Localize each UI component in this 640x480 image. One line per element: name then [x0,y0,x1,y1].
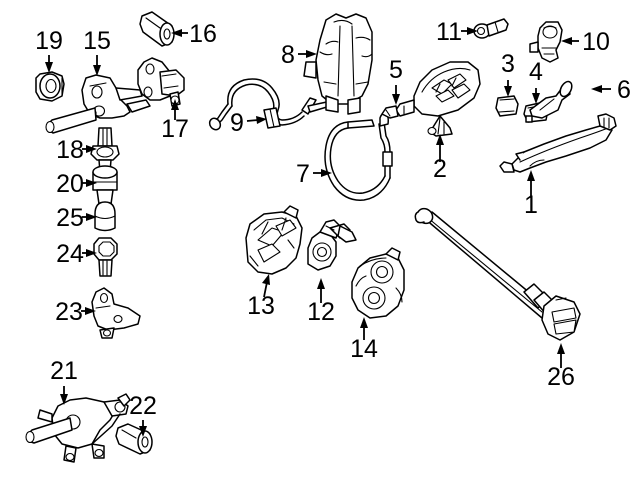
callout-15-label: 15 [83,27,111,55]
part-lock-rod-loop [324,112,393,201]
callout-21: 21 [50,357,78,405]
callout-11-label: 11 [436,18,462,46]
callout-8: 8 [281,41,317,69]
callout-23: 23 [55,298,96,326]
part-lock-cylinder-housing [351,247,405,319]
callout-6: 6 [591,76,631,104]
part-inner-door-handle [245,205,303,275]
part-door-stop-bracket [91,287,141,339]
part-hex-bolt [93,237,118,277]
callout-3: 3 [501,50,515,97]
callout-26-label: 26 [547,363,575,391]
callout-10: 10 [561,28,610,56]
part-lower-hinge-assembly [25,393,131,463]
callout-25: 25 [56,204,97,232]
callout-23-label: 23 [55,298,83,326]
part-pin-fastener [473,18,509,39]
part-door-check-bracket [137,57,185,107]
callout-12-label: 12 [307,298,335,326]
callout-18-label: 18 [56,136,84,164]
callout-10-label: 10 [582,28,610,56]
part-striker-bracket [529,21,563,63]
callout-8-label: 8 [281,41,295,69]
callout-17-label: 17 [161,115,189,143]
callout-9: 9 [230,109,267,137]
part-flange-nut [35,71,65,102]
callout-18: 18 [56,136,97,164]
callout-5: 5 [389,56,403,105]
callout-13-label: 13 [247,292,275,320]
callout-6-label: 6 [617,76,631,104]
callout-22: 22 [129,392,157,437]
callout-11: 11 [436,18,478,46]
part-hinge-pin-bolt [115,423,153,455]
callout-2: 2 [433,134,447,183]
callout-25-label: 25 [56,204,84,232]
callout-15: 15 [83,27,111,76]
callout-9-label: 9 [230,109,244,137]
part-shoulder-bolt [139,11,175,47]
part-hinge-bracket [45,74,151,134]
callout-13: 13 [247,274,275,320]
callout-5-label: 5 [389,56,403,84]
part-handle-wedge-clip [427,115,453,137]
callout-7: 7 [296,160,332,188]
part-small-cover-cap [495,95,519,117]
callout-21-label: 21 [50,357,78,385]
callout-24: 24 [56,240,97,268]
callout-19: 19 [35,27,63,73]
callout-19-label: 19 [35,27,63,55]
callout-1-label: 1 [524,191,538,219]
callout-3-label: 3 [501,50,515,78]
callout-16: 16 [171,20,217,48]
callout-20: 20 [56,170,97,198]
part-release-cable [208,78,338,131]
part-door-lock-actuator [381,61,481,119]
part-exterior-door-handle [499,113,617,173]
callout-12: 12 [307,278,335,326]
callout-17: 17 [161,99,189,143]
callout-14: 14 [350,317,378,363]
callout-16-label: 16 [189,20,217,48]
callout-24-label: 24 [56,240,84,268]
callout-4-label: 4 [529,58,543,86]
callout-22-label: 22 [129,392,157,420]
part-door-latch-assembly [303,13,373,115]
callout-4: 4 [529,58,543,104]
callout-14-label: 14 [350,335,378,363]
part-dome-cap-plug [94,201,116,232]
part-door-check-strap-rod [414,207,581,341]
callout-7-label: 7 [296,160,310,188]
part-screw-fastener [529,80,573,119]
callout-20-label: 20 [56,170,84,198]
callout-1: 1 [524,170,538,219]
callout-26: 26 [547,343,575,391]
callout-2-label: 2 [433,155,447,183]
part-lock-knob-bracket [307,219,357,271]
part-round-head-bolt [92,165,118,205]
